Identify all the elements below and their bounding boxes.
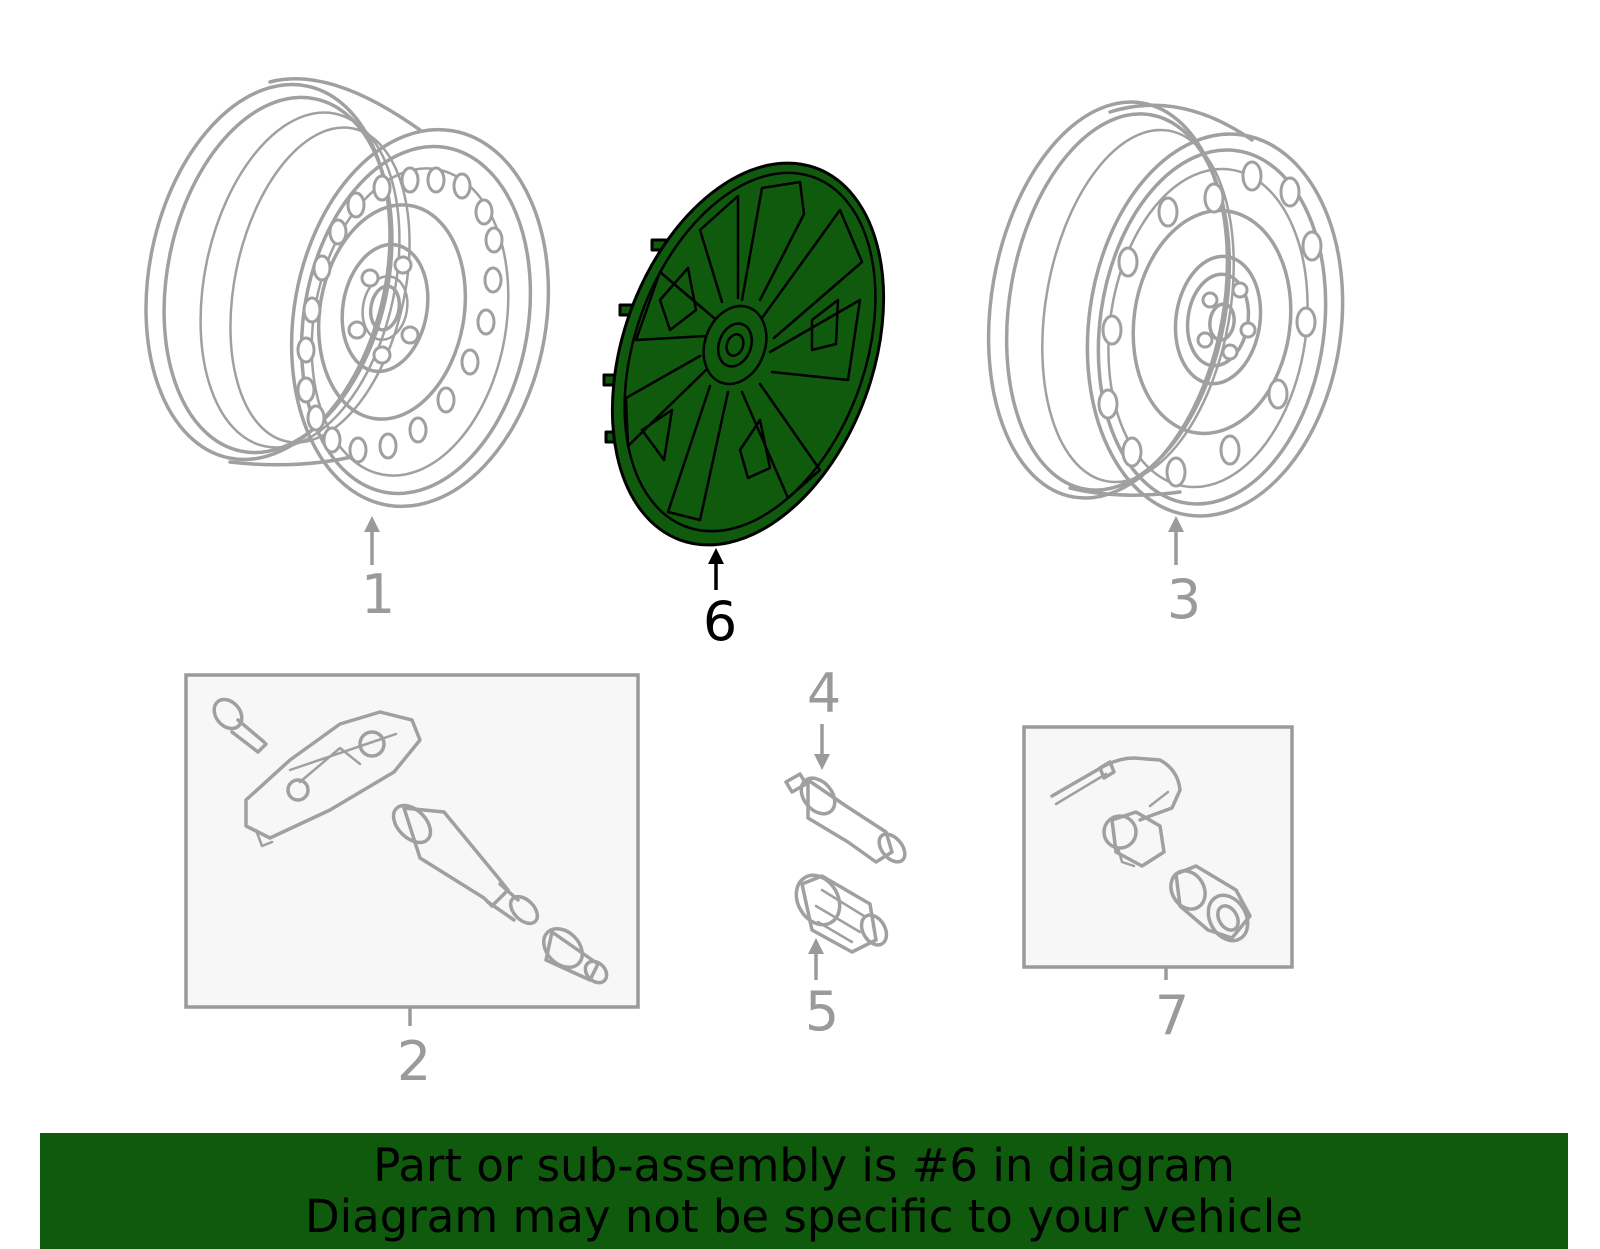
part-4-valve-stem[interactable] (784, 772, 910, 867)
callout-1[interactable]: 1 (361, 563, 395, 626)
part-5-lug-nut[interactable] (788, 867, 892, 954)
part-1-steel-wheel[interactable] (113, 62, 577, 527)
arrow-6 (708, 548, 724, 590)
callout-6[interactable]: 6 (703, 590, 737, 653)
part-7-lock-kit-box[interactable] (1022, 725, 1294, 969)
banner-line-part: Part or sub-assembly is #6 in diagram (373, 1139, 1235, 1192)
part-3-spare-wheel[interactable] (959, 83, 1366, 533)
callout-3[interactable]: 3 (1167, 568, 1201, 631)
arrow-3 (1168, 516, 1184, 565)
arrow-5 (808, 938, 824, 980)
callout-4[interactable]: 4 (807, 662, 841, 725)
part-6-wheel-cover[interactable] (563, 125, 933, 583)
callout-7[interactable]: 7 (1155, 984, 1189, 1047)
callout-2[interactable]: 2 (397, 1030, 431, 1093)
arrow-4 (814, 724, 830, 770)
arrow-1 (364, 516, 380, 565)
banner-line-disclaimer: Diagram may not be specific to your vehi… (305, 1190, 1303, 1243)
part-2-tpms-sensor-box[interactable] (184, 673, 640, 1009)
info-banner: Part or sub-assembly is #6 in diagram Di… (40, 1133, 1568, 1249)
callout-5[interactable]: 5 (805, 980, 839, 1043)
